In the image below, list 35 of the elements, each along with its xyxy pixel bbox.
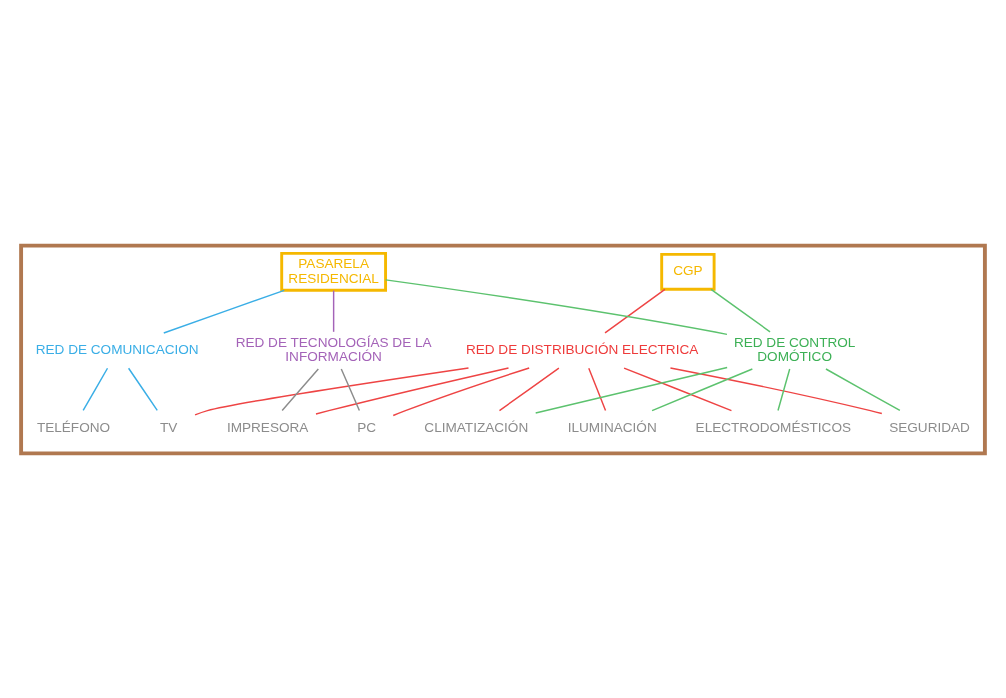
connector [669,366,883,414]
node-text: RED DE CONTROL DOMÓTICO [733,334,856,364]
connector [194,366,470,416]
node-text: ELECTRODOMÉSTICOS [695,419,852,435]
connector [82,367,109,411]
connector [498,366,560,411]
node-text: RED DE DISTRIBUCIÓN ELECTRICA [465,341,699,357]
node-text: CLIMATIZACIÓN [424,419,529,435]
connector [392,366,530,416]
connector [127,367,158,411]
connector [825,367,901,411]
connector [281,367,320,411]
node-text: TELÉFONO [36,419,111,435]
connector [163,289,285,334]
connector [534,366,728,414]
connector [384,278,728,335]
connector [710,288,771,333]
connector [623,366,733,411]
connector [340,367,361,411]
node-box: PASARELA RESIDENCIAL [280,251,387,292]
node-text: RED DE COMUNICACION [35,341,199,357]
cluster [19,243,987,455]
connector [332,289,335,333]
node-text: TV [159,419,178,435]
connector [588,367,607,411]
connector [777,367,791,411]
connector [315,366,510,415]
node-text: PC [357,419,377,435]
connector [651,367,754,411]
node-text: IMPRESORA [226,419,309,435]
node-text: RED DE TECNOLOGÍAS DE LA INFORMACIÓN [235,334,432,364]
node-text: ILUMINACIÓN [567,419,657,435]
connector [604,288,666,334]
node-text: SEGURIDAD [889,419,970,435]
node-box: CGP [660,252,716,291]
